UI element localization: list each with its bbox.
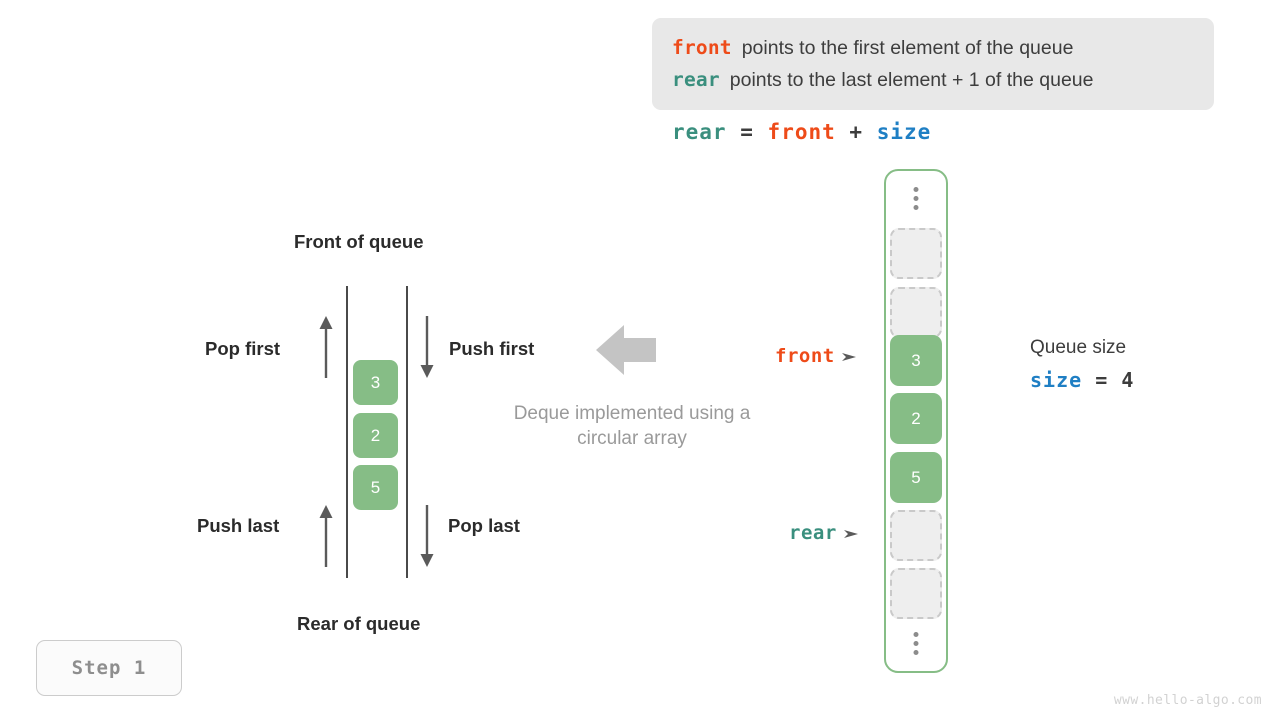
formula-size: size [876, 120, 932, 144]
arrow-down-push-first-icon [418, 316, 436, 378]
array-cell-empty [890, 510, 942, 561]
legend-desc-front: points to the first element of the queue [741, 37, 1074, 59]
pointer-arrowhead-icon [843, 528, 860, 540]
rear-pointer: rear [789, 522, 860, 545]
front-pointer: front [775, 345, 858, 368]
queue-size-title: Queue size [1030, 337, 1127, 358]
array-cell-empty [890, 287, 942, 338]
step-badge: Step 1 [36, 640, 182, 696]
deque-cell: 5 [353, 465, 398, 510]
legend-line-front: front points to the first element of the … [672, 32, 1196, 64]
formula-rear: rear [672, 120, 727, 144]
pointer-arrowhead-icon [841, 351, 858, 363]
queue-size-equals: = [1095, 368, 1109, 392]
push-first-label: Push first [449, 338, 535, 359]
big-left-arrow-icon [596, 323, 656, 377]
array-cell-empty [890, 568, 942, 619]
front-pointer-label: front [775, 345, 835, 367]
ellipsis-top-icon [913, 187, 919, 210]
formula-front: front [767, 120, 836, 144]
deque-rail-right [406, 286, 408, 578]
legend-term-front: front [672, 36, 732, 59]
deque-cell: 2 [353, 413, 398, 458]
legend-line-rear: rear points to the last element + 1 of th… [672, 64, 1196, 96]
pop-first-label: Pop first [205, 338, 281, 359]
array-cell-filled: 5 [890, 452, 942, 503]
arrow-down-pop-last-icon [418, 505, 436, 567]
watermark: www.hello-algo.com [1113, 693, 1262, 708]
circular-array-frame: 3 2 5 [884, 169, 948, 673]
arrow-up-pop-first-icon [317, 316, 335, 378]
arrow-up-push-last-icon [317, 505, 335, 567]
queue-size-expression: size = 4 [1030, 368, 1134, 392]
array-cell-filled: 2 [890, 393, 942, 444]
push-last-label: Push last [197, 515, 280, 536]
legend-term-rear: rear [672, 68, 720, 91]
rear-pointer-label: rear [789, 522, 837, 544]
legend-box: front points to the first element of the … [652, 18, 1214, 110]
deque-rail-left [346, 286, 348, 578]
legend-desc-rear: points to the last element + 1 of the qu… [729, 69, 1094, 91]
pop-last-label: Pop last [448, 515, 520, 536]
diagram-caption: Deque implemented using a circular array [513, 403, 751, 449]
formula-rear-equals-front-plus-size: rear = front + size [672, 120, 931, 144]
queue-size-value: 4 [1121, 368, 1135, 392]
array-cell-empty [890, 228, 942, 279]
queue-size-block: Queue size size = 4 [1030, 337, 1134, 392]
ellipsis-bottom-icon [913, 632, 919, 655]
array-cell-filled: 3 [890, 335, 942, 386]
step-badge-label: Step 1 [71, 657, 147, 679]
front-of-queue-label: Front of queue [294, 231, 424, 252]
rear-of-queue-label: Rear of queue [297, 613, 421, 634]
queue-size-var: size [1030, 368, 1083, 392]
formula-plus: + [849, 120, 864, 144]
deque-cell: 3 [353, 360, 398, 405]
formula-equals: = [740, 120, 754, 144]
